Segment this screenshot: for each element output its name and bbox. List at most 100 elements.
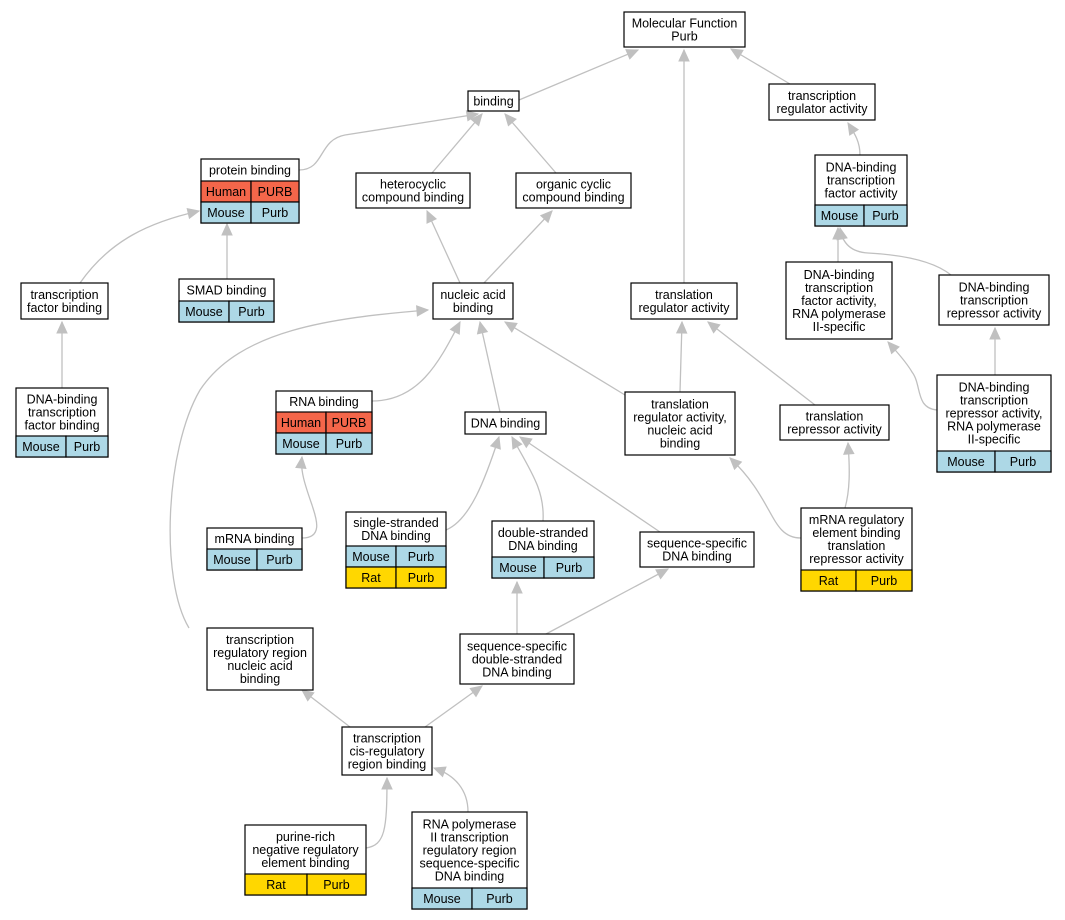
arrowhead [625,49,640,60]
edge-smad-to-pb [221,222,233,279]
term-label: regulator activity, [633,411,727,425]
node-box [639,531,755,568]
term-label: translation [828,539,886,553]
gene-cell [65,435,109,458]
arrowhead [381,776,393,790]
edge-tcis-to-trrnab [301,689,351,728]
term-label: DNA-binding [27,393,98,407]
term-label: binding [660,437,700,451]
term-label: mRNA binding [215,532,295,546]
edge-dbtfa-to-tra [847,121,861,156]
gene-label: Purb [408,571,434,585]
node-box [779,404,890,441]
term-label: DNA-binding [959,381,1030,395]
gene-label: Purb [262,206,288,220]
term-label: factor activity [825,187,899,201]
term-label: transcription [960,294,1028,308]
term-label: sequence-specific [647,537,747,551]
term-label: element binding [812,526,900,540]
edge-seqdna-to-dnab [519,436,661,533]
edge-trlra-to-mf [678,48,690,283]
arrowhead [426,209,438,224]
term-label: regulatory region [213,646,307,660]
edge-tra-to-mf [729,48,791,85]
gene-cell [250,201,300,224]
arrowhead [489,435,501,450]
term-label: II-specific [813,320,866,334]
term-label: DNA binding [361,529,431,543]
go-term-binding[interactable]: binding [467,90,520,112]
species-label: Mouse [423,892,461,906]
species-label: Mouse [947,455,985,469]
term-label: transcription [827,174,895,188]
species-label: Mouse [282,437,320,451]
term-label: SMAD binding [187,284,267,298]
node-box [938,274,1050,326]
arrowhead [847,121,860,136]
term-label: II transcription [430,831,509,845]
node-box [467,90,520,112]
term-label: protein binding [209,164,291,178]
term-label: binding [453,301,493,315]
edge-dnab-to-nab [476,320,501,413]
edge-mrnab-to-rnab [295,455,318,539]
species-label: Mouse [185,305,223,319]
edge-ssdsdna-to-dsdna [511,580,523,634]
arrowhead [511,580,523,594]
arrowhead [469,685,483,698]
term-label: factor activity, [801,294,876,308]
term-label: compound binding [522,191,624,205]
gene-label: Purb [872,209,898,223]
node-box [432,282,514,320]
arrowhead [449,320,461,335]
gene-cell [306,873,367,896]
arrowhead [887,341,900,355]
term-label: organic cyclic [536,178,611,192]
term-label: factor binding [24,419,99,433]
term-label: RNA polymerase [423,818,517,832]
node-box [206,627,314,691]
gene-label: Purb [336,437,362,451]
arrowhead [470,113,483,127]
arrowhead [675,320,688,334]
edge-purine-to-tcis [365,776,393,849]
arrowhead [186,207,201,220]
term-label: double-stranded [472,653,562,667]
go-term-dnab[interactable]: DNA binding [464,411,547,435]
term-label: DNA-binding [826,161,897,175]
gene-label: PURB [332,416,367,430]
gene-label: Purb [266,553,292,567]
term-label: DNA binding [508,539,578,553]
